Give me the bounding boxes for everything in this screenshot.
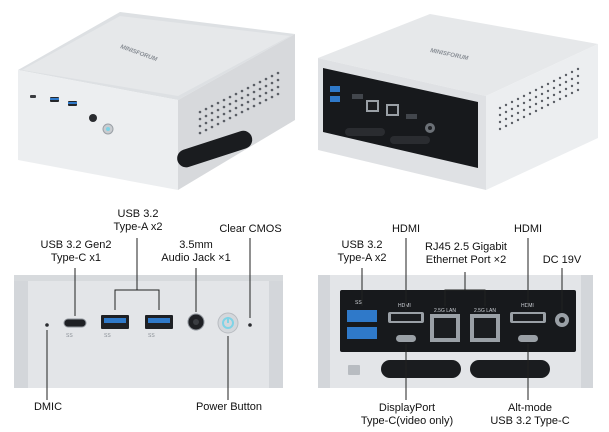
- svg-text:2.5G LAN: 2.5G LAN: [434, 308, 456, 314]
- svg-text:SS: SS: [104, 333, 111, 339]
- rear-altmode-typec: [518, 335, 538, 342]
- usb-c-ss-tag: SS: [66, 333, 73, 339]
- rear-usb-a-2: [347, 327, 377, 339]
- rear-vent-left: [381, 360, 461, 378]
- rear-usb-a-1: [347, 310, 377, 322]
- svg-text:HDMI: HDMI: [398, 303, 411, 309]
- label-usb32-typea-rear: USB 3.2 Type-A x2: [337, 239, 387, 264]
- label-dmic: DMIC: [33, 401, 63, 413]
- svg-text:HDMI: HDMI: [521, 303, 534, 309]
- label-usb32-gen2-typec: USB 3.2 Gen2 Type-C x1: [40, 239, 112, 264]
- svg-text:SS: SS: [148, 333, 155, 339]
- rear-vent-right: [470, 360, 550, 378]
- svg-text:2.5G LAN: 2.5G LAN: [474, 308, 496, 314]
- kensington-lock: [348, 365, 360, 375]
- label-hdmi-left: HDMI: [391, 223, 421, 235]
- label-usb32-typea-front: USB 3.2 Type-A x2: [113, 208, 163, 233]
- front-callout-lines: [46, 238, 251, 400]
- label-hdmi-right: HDMI: [513, 223, 543, 235]
- label-displayport: DisplayPort Type-C(video only): [360, 402, 454, 427]
- label-audio-jack: 3.5mm Audio Jack ×1: [161, 239, 231, 264]
- label-rj45: RJ45 2.5 Gigabit Ethernet Port ×2: [425, 241, 507, 266]
- label-clear-cmos: Clear CMOS: [219, 223, 282, 235]
- clear-cmos-hole: [248, 323, 252, 327]
- dmic-hole: [45, 323, 49, 327]
- label-dc-19v: DC 19V: [542, 254, 582, 266]
- label-power-button: Power Button: [195, 401, 263, 413]
- usb-c-port: [63, 318, 87, 328]
- svg-text:SS: SS: [355, 300, 362, 306]
- rear-callout-lines: [361, 238, 563, 400]
- label-altmode: Alt-mode USB 3.2 Type-C: [490, 402, 570, 427]
- rear-displayport-typec: [396, 335, 416, 342]
